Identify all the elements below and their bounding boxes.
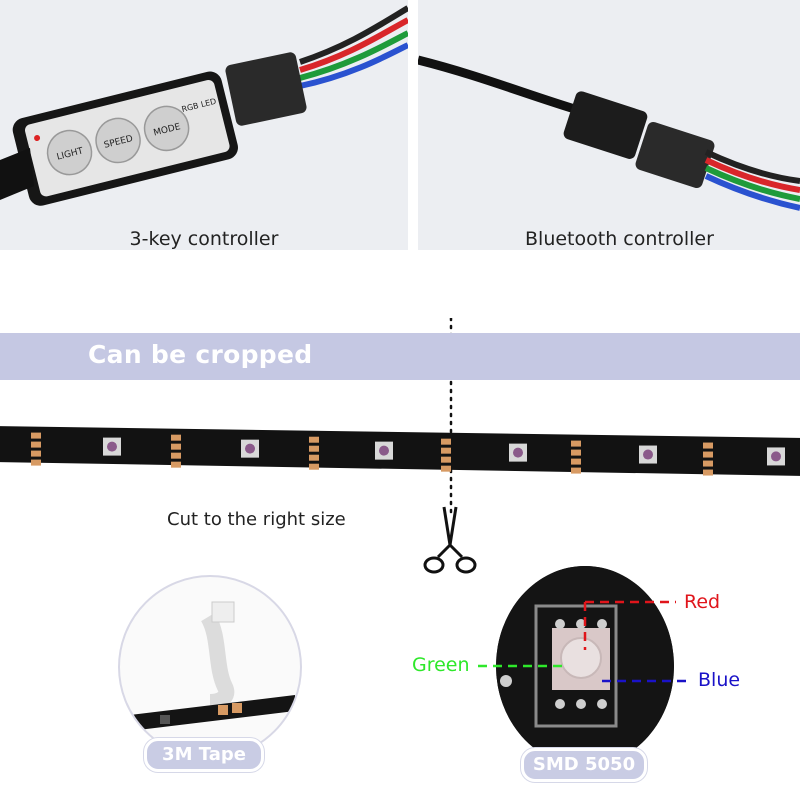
bluetooth-controller-image: [418, 0, 800, 250]
three-key-controller-image: LIGHT SPEED MODE RGB LED: [0, 0, 408, 250]
copper-pad: [309, 454, 319, 461]
smd-circle: [496, 566, 674, 766]
copper-pad: [571, 449, 581, 456]
copper-pad: [309, 436, 319, 443]
led-chip-lens: [771, 451, 781, 462]
cut-to-size-text: Cut to the right size: [167, 509, 346, 530]
led-chip-lens: [245, 443, 255, 454]
copper-pad: [441, 447, 451, 454]
copper-pad: [171, 443, 181, 450]
copper-pad: [171, 452, 181, 459]
copper-pad: [441, 465, 451, 472]
smd-label: SMD 5050: [521, 748, 647, 782]
tape-peel-image: [130, 601, 295, 731]
copper-pad: [571, 458, 581, 465]
copper-pad: [31, 432, 41, 439]
copper-pad: [309, 445, 319, 452]
copper-pad: [441, 456, 451, 463]
led-chip-lens: [107, 441, 117, 452]
blue-label: Blue: [698, 669, 741, 691]
copper-pad: [31, 441, 41, 448]
controller-photo-right: [418, 0, 800, 250]
scissors-icon: [423, 506, 477, 574]
copper-pad: [703, 460, 713, 467]
copper-pad: [31, 459, 41, 466]
banner-text: Can be cropped: [88, 340, 313, 369]
copper-pad: [31, 450, 41, 457]
crop-banner: [0, 333, 800, 380]
tape-circle: [118, 575, 302, 759]
copper-pad: [703, 451, 713, 458]
led-chip-lens: [513, 447, 523, 458]
copper-pad: [441, 438, 451, 445]
copper-pad: [571, 440, 581, 447]
copper-pad: [171, 434, 181, 441]
copper-pad: [703, 469, 713, 476]
green-label: Green: [412, 654, 470, 676]
copper-pad: [703, 442, 713, 449]
caption-bluetooth-controller: Bluetooth controller: [525, 228, 714, 250]
led-strip-image: [0, 426, 800, 476]
led-chip-lens: [643, 449, 653, 460]
tape-label: 3M Tape: [144, 738, 264, 772]
smd-chip-image: [496, 566, 674, 766]
caption-3-key-controller: 3-key controller: [129, 228, 279, 250]
copper-pad: [571, 467, 581, 474]
copper-pad: [309, 463, 319, 470]
controller-photo-left: LIGHT SPEED MODE RGB LED: [0, 0, 408, 250]
copper-pad: [171, 461, 181, 468]
red-label: Red: [684, 591, 721, 613]
led-chip-lens: [379, 445, 389, 456]
